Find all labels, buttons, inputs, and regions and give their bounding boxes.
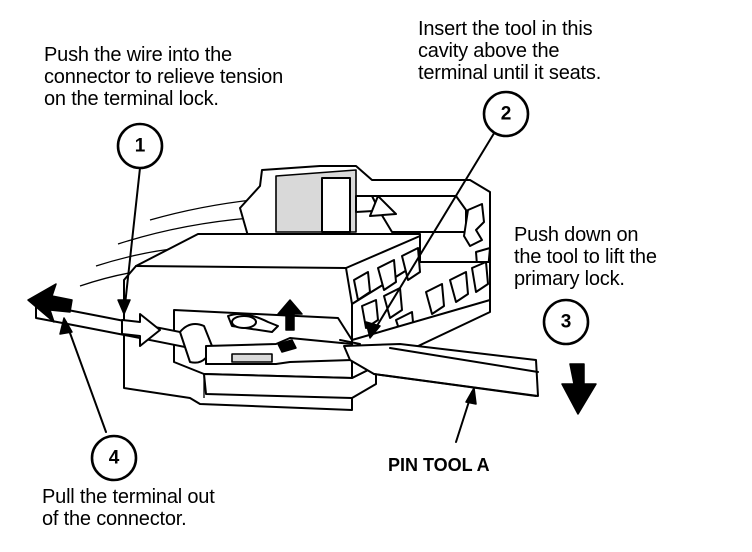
arrow-up-right-icon xyxy=(369,195,397,217)
step-marker-2: 2 xyxy=(482,90,530,138)
step-marker-1: 1 xyxy=(116,122,164,170)
step-1-caption: Push the wire into the connector to reli… xyxy=(44,44,283,110)
svg-text:4: 4 xyxy=(109,448,120,469)
leader-lines xyxy=(59,129,497,443)
arrow-down-icon xyxy=(561,363,597,415)
step-4-caption: Pull the terminal out of the connector. xyxy=(42,486,215,530)
pin-tool-label: PIN TOOL A xyxy=(388,455,490,475)
step-3-caption: Push down on the tool to lift the primar… xyxy=(514,224,657,290)
step-marker-3: 3 xyxy=(542,298,590,346)
terminal-and-wire xyxy=(35,303,353,365)
arrow-up-icon xyxy=(277,299,303,331)
arrow-left-icon xyxy=(27,283,73,323)
svg-text:1: 1 xyxy=(135,136,146,157)
step-2-caption: Insert the tool in this cavity above the… xyxy=(418,18,602,84)
pin-tool xyxy=(339,339,539,397)
svg-text:3: 3 xyxy=(561,312,572,333)
arrow-right-icon xyxy=(121,313,161,347)
svg-text:2: 2 xyxy=(501,104,512,125)
step-marker-4: 4 xyxy=(90,434,138,482)
